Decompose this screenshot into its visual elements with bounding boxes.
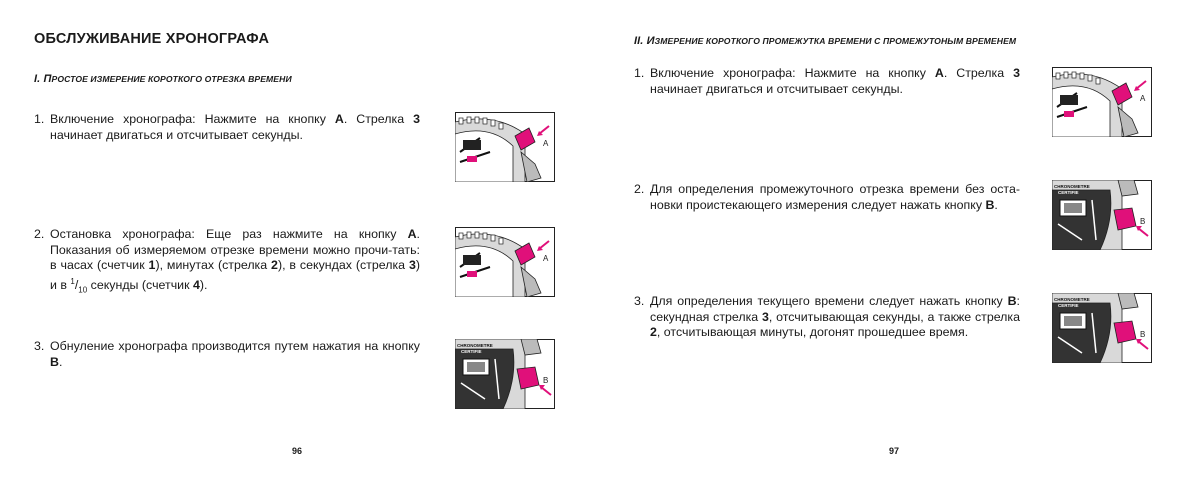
svg-text:CHRONOMETRE: CHRONOMETRE xyxy=(1054,297,1090,302)
page-number: 97 xyxy=(889,446,900,456)
item-text: Включение хронографа: Нажмите на кнопку … xyxy=(50,112,420,142)
watch-pusher-a-illustration: A xyxy=(455,227,555,297)
page-title: ОБСЛУЖИВАНИЕ ХРОНОГРАФА xyxy=(34,31,270,47)
item-number: 1. xyxy=(634,66,645,80)
svg-text:CERTIFIE: CERTIFIE xyxy=(1058,303,1079,308)
svg-text:CERTIFIE: CERTIFIE xyxy=(1058,190,1079,195)
item-number: 3. xyxy=(34,339,45,353)
item-text: Обнуление хронографа производится путем … xyxy=(50,339,420,369)
left-page: ОБСЛУЖИВАНИЕ ХРОНОГРАФА I. Простое измер… xyxy=(0,0,595,482)
item-text: Остановка хронографа: Еще раз нажмите на… xyxy=(50,227,420,295)
item-number: 3. xyxy=(634,294,645,308)
watch-pusher-a-illustration: A xyxy=(1052,67,1152,137)
svg-text:A: A xyxy=(1140,94,1146,103)
watch-pusher-b-illustration: CHRONOMETRE CERTIFIE B xyxy=(1052,293,1152,363)
instruction-item: 3. Обнуление хронографа производится пут… xyxy=(34,339,420,370)
section-numeral: II. xyxy=(634,35,647,47)
item-number: 1. xyxy=(34,112,45,126)
section-heading-2: II. Измерение короткого промежутка време… xyxy=(634,35,1016,47)
svg-text:CERTIFIE: CERTIFIE xyxy=(461,349,482,354)
section-initial: И xyxy=(646,35,655,47)
section-rest: ростое измерение короткого отрезка време… xyxy=(51,74,292,84)
item-number: 2. xyxy=(34,227,45,241)
section-initial: П xyxy=(43,73,52,85)
svg-text:CHRONOMETRE: CHRONOMETRE xyxy=(1054,184,1090,189)
item-number: 2. xyxy=(634,182,645,196)
svg-text:A: A xyxy=(543,254,549,263)
svg-text:CHRONOMETRE: CHRONOMETRE xyxy=(457,343,493,348)
instruction-item: 2. Для определения промежуточного отрезк… xyxy=(634,182,1020,213)
item-text: Включение хронографа: Нажмите на кнопку … xyxy=(650,66,1020,96)
svg-text:A: A xyxy=(543,139,549,148)
instruction-item: 1. Включение хронографа: Нажмите на кноп… xyxy=(634,66,1020,97)
instruction-item: 3. Для определения текущего времени след… xyxy=(634,294,1020,341)
svg-text:B: B xyxy=(543,376,548,385)
instruction-item: 2. Остановка хронографа: Еще раз нажмите… xyxy=(34,227,420,298)
watch-pusher-b-illustration: CHRONOMETRE CERTIFIE B xyxy=(1052,180,1152,250)
page-number: 96 xyxy=(292,446,303,456)
section-rest: змерение короткого промежутка времени с … xyxy=(654,36,1017,46)
svg-text:B: B xyxy=(1140,217,1145,226)
item-text: Для определения промежуточного отрезка в… xyxy=(650,182,1020,212)
item-text: Для определения текущего времени следует… xyxy=(650,294,1020,339)
section-heading-1: I. Простое измерение короткого отрезка в… xyxy=(34,73,292,85)
svg-text:B: B xyxy=(1140,330,1145,339)
instruction-item: 1. Включение хронографа: Нажмите на кноп… xyxy=(34,112,420,143)
section-numeral: I. xyxy=(34,73,44,85)
right-page: II. Измерение короткого промежутка време… xyxy=(596,0,1191,482)
watch-pusher-b-illustration: CHRONOMETRE CERTIFIE B xyxy=(455,339,555,409)
watch-pusher-a-illustration: A xyxy=(455,112,555,182)
